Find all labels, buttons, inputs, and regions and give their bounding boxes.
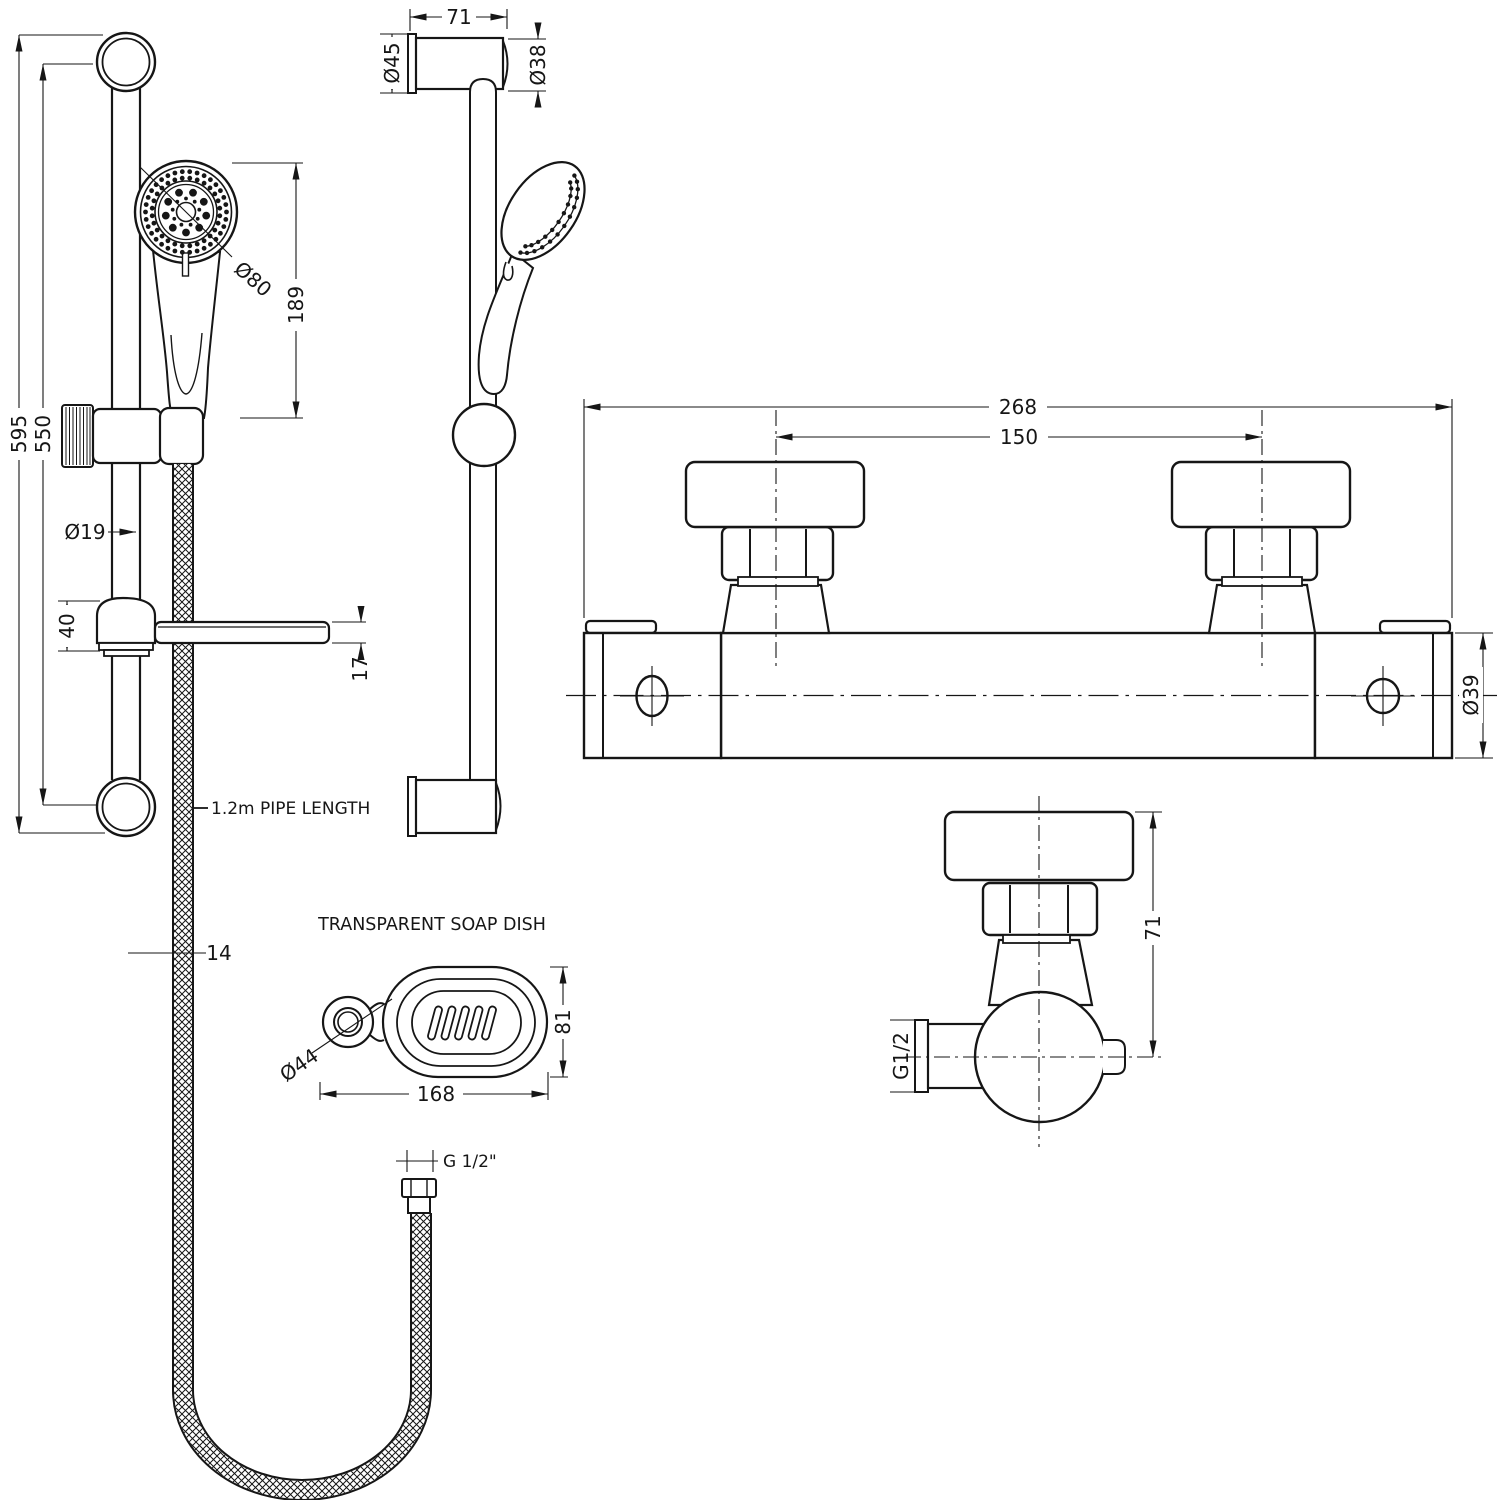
soap-dish-ring <box>321 995 375 1049</box>
inlet-nut-side <box>981 881 1099 937</box>
dim-outlet-thread: G1/2 <box>889 1032 913 1080</box>
dim-valve-depth: 71 <box>1141 915 1165 940</box>
top-bracket-front <box>95 31 157 93</box>
shower-head-front <box>133 159 239 277</box>
dim-dish-length: 168 <box>417 1082 455 1106</box>
dim-bracket-depth: 71 <box>446 5 471 29</box>
soap-dish-title: TRANSPARENT SOAP DISH <box>317 915 546 935</box>
dim-valve-width: 268 <box>999 395 1037 419</box>
valve-front-dimensions: 268 150 Ø39 <box>583 394 1493 759</box>
holder-knurled-knob <box>61 404 94 468</box>
bar-valve-front-view <box>566 410 1497 760</box>
dim-arm-thickness: 17 <box>348 656 372 681</box>
left-inlet-nut <box>720 525 835 582</box>
valve-side-dimensions: 71 G1/2 <box>889 811 1165 1093</box>
dim-dish-width: 81 <box>551 1009 575 1034</box>
dim-hose-diameter: 14 <box>206 941 231 965</box>
slide-rail-side-view <box>407 33 586 837</box>
head-lever-side <box>502 261 514 281</box>
hose-nut <box>401 1178 437 1198</box>
hose-collar <box>407 1196 431 1214</box>
spray-face-dots <box>143 169 580 256</box>
dim-bracket-diameter: Ø38 <box>526 44 550 85</box>
soap-dish-arm-joint <box>95 596 157 657</box>
bar-valve-side-view <box>905 796 1162 1147</box>
shower-hose <box>172 464 437 1500</box>
dim-inlet-spacing: 150 <box>1000 425 1038 449</box>
bracket-flange-side <box>407 33 417 94</box>
soap-dish-view: TRANSPARENT SOAP DISH <box>317 915 549 1079</box>
soap-dish-drain-slots <box>427 1005 497 1041</box>
bottom-bracket-front <box>95 776 157 838</box>
dim-ring-diameter: Ø44 <box>275 1043 323 1086</box>
dim-flange-diameter: Ø45 <box>380 42 404 83</box>
soap-dish-arm <box>153 620 331 645</box>
dim-overall-height: 595 <box>7 415 31 453</box>
slider-ball-side <box>451 402 517 468</box>
right-inlet-cap <box>1170 460 1352 529</box>
dim-valve-body-diameter: Ø39 <box>1459 674 1483 715</box>
spray-mode-lever <box>181 252 190 277</box>
left-inlet-cap <box>684 460 866 529</box>
handset-handle-side <box>477 250 535 396</box>
outlet-flange-side <box>914 1019 929 1093</box>
dim-rail-diameter: Ø19 <box>64 520 105 544</box>
dim-hose-thread: G 1/2" <box>443 1152 497 1172</box>
rail-holder-front <box>61 404 205 468</box>
slide-rail-front-view <box>61 31 239 780</box>
rail-side-dimensions: 71 Ø45 Ø38 <box>379 5 550 108</box>
dim-head-diameter: Ø80 <box>230 256 277 301</box>
dim-holder-offset: 40 <box>55 613 79 638</box>
dim-bracket-spacing: 550 <box>31 415 55 453</box>
handset-cradle <box>158 406 205 466</box>
dim-handset-length: 189 <box>284 286 308 324</box>
soap-dish-dimensions: 81 168 Ø44 <box>275 966 575 1107</box>
hose-length-note: 1.2m PIPE LENGTH <box>211 799 370 819</box>
shower-head-side <box>500 161 586 261</box>
